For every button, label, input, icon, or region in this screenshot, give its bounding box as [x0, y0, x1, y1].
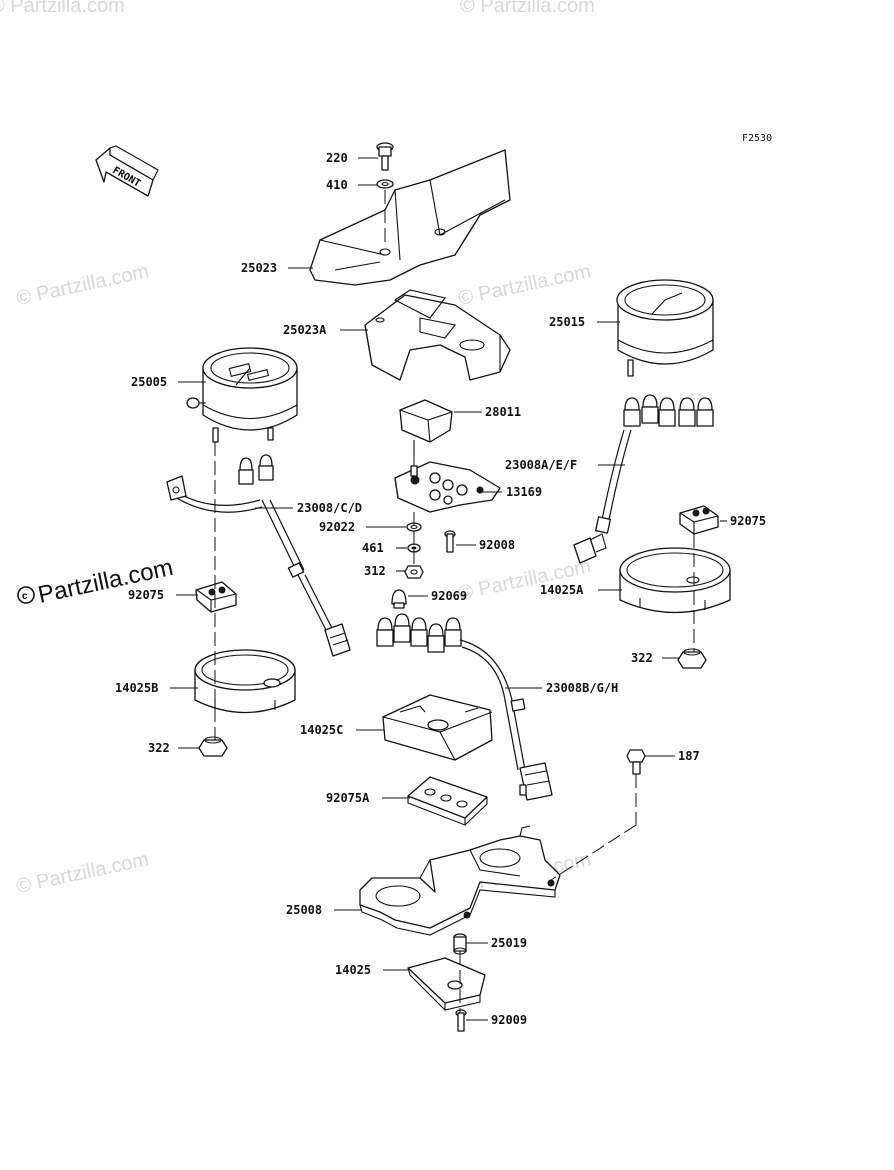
- grommet-92075-left: [195, 581, 237, 613]
- callout-322-left: 322: [148, 741, 170, 755]
- leader-lines: [170, 157, 727, 1021]
- bulb-92069: [391, 589, 407, 609]
- callout-25005: 25005: [131, 375, 167, 389]
- callout-23008AEF: 23008A/E/F: [505, 458, 577, 472]
- holder-14025C: [382, 694, 493, 761]
- washer-410: [376, 179, 394, 189]
- screw-92008: [444, 530, 456, 553]
- pad-92075A: [407, 776, 488, 826]
- callout-14025B: 14025B: [115, 681, 158, 695]
- washer-92022: [406, 522, 422, 532]
- screw-92009: [455, 1009, 467, 1032]
- gauge-25005: [186, 347, 298, 443]
- callout-92075A: 92075A: [326, 791, 370, 805]
- callout-92075-right: 92075: [730, 514, 766, 528]
- callout-25023A: 25023A: [283, 323, 327, 337]
- callout-28011: 28011: [485, 405, 521, 419]
- callout-92022: 92022: [319, 520, 355, 534]
- washer-461: [407, 543, 421, 553]
- bracket-13169: [394, 461, 501, 513]
- watermark-text: © Partzilla.com: [14, 848, 150, 898]
- bolt-187: [626, 749, 646, 775]
- holder-14025A: [619, 547, 731, 614]
- bracket-25008: [359, 825, 561, 936]
- harness-23008CD: [166, 454, 351, 657]
- nut-312: [404, 565, 424, 579]
- callout-187: 187: [678, 749, 700, 763]
- harness-23008BGH: [376, 613, 553, 801]
- callout-25019: 25019: [491, 936, 527, 950]
- callout-14025C: 14025C: [300, 723, 343, 737]
- housing-25023A: [364, 289, 511, 381]
- cover-25023: [309, 149, 511, 286]
- callout-92009: 92009: [491, 1013, 527, 1027]
- callout-461: 461: [362, 541, 384, 555]
- harness-23008AEF: [573, 394, 714, 564]
- holder-14025B: [194, 649, 296, 714]
- watermark-text: © Partzilla.com: [460, 0, 595, 17]
- screw-220: [376, 142, 394, 171]
- nut-322-left: [198, 736, 228, 757]
- svg-text:c: c: [22, 591, 28, 602]
- watermark-text: © Partzilla.com: [456, 260, 592, 310]
- callout-25023: 25023: [241, 261, 277, 275]
- callout-322-right: 322: [631, 651, 653, 665]
- grommet-92075-right: [679, 505, 719, 535]
- callout-25015: 25015: [549, 315, 585, 329]
- front-arrow-icon: FRONT: [95, 145, 159, 197]
- callout-312: 312: [364, 564, 386, 578]
- callout-14025: 14025: [335, 963, 371, 977]
- assembly-lines: [214, 190, 695, 1013]
- watermark-text: © Partzilla.com: [14, 260, 150, 310]
- callout-labels: 220 410 25023 25023A 25015 25005 28011 2…: [115, 151, 766, 1027]
- callout-13169: 13169: [506, 485, 542, 499]
- callout-23008BGH: 23008B/G/H: [546, 681, 618, 695]
- gauge-25015: [616, 279, 714, 377]
- meter-28011: [399, 399, 453, 455]
- callout-92069: 92069: [431, 589, 467, 603]
- callout-23008CD: 23008/C/D: [297, 501, 362, 515]
- callout-410: 410: [326, 178, 348, 192]
- callout-92075-left: 92075: [128, 588, 164, 602]
- watermark-text: © Partzilla.com: [456, 555, 592, 605]
- callout-14025A: 14025A: [540, 583, 584, 597]
- callout-220: 220: [326, 151, 348, 165]
- figure-code: F2530: [742, 133, 772, 144]
- watermark-text: © Partzilla.com: [0, 0, 125, 17]
- watermarks: © Partzilla.com © Partzilla.com © Partzi…: [0, 0, 595, 898]
- plate-14025: [407, 957, 486, 1012]
- callout-25008: 25008: [286, 903, 322, 917]
- callout-92008: 92008: [479, 538, 515, 552]
- nut-322-right: [677, 648, 707, 669]
